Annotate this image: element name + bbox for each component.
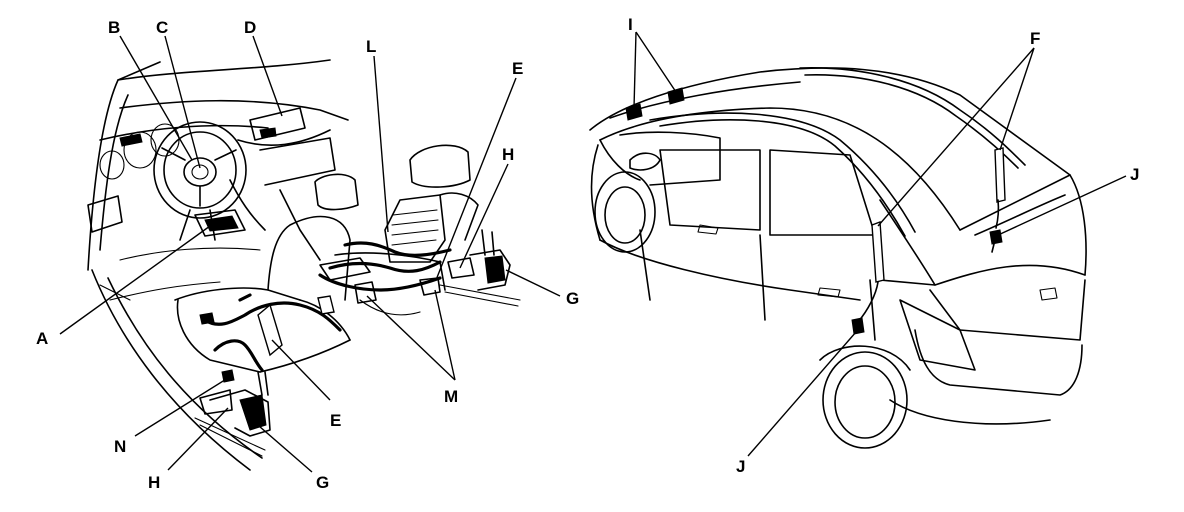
label-m: M [444,387,458,406]
label-h-bottom: H [148,473,160,492]
label-e-top: E [512,59,523,78]
label-g-bottom: G [316,473,329,492]
label-l: L [366,37,376,56]
label-h-right: H [502,145,514,164]
label-a: A [36,329,48,348]
label-e-bottom: E [330,411,341,430]
label-i: I [628,15,633,34]
label-j-right: J [1130,165,1139,184]
exterior-view [589,67,1087,449]
interior-view [87,59,521,471]
label-b: B [108,18,120,37]
label-g-right: G [566,289,579,308]
leader-lines [59,31,1127,473]
label-d: D [244,18,256,37]
label-j-bottom: J [736,457,745,476]
component-labels: A B C D L E H G M E N H G I F J J [36,15,1139,492]
label-c: C [156,18,168,37]
label-f: F [1030,29,1040,48]
label-n: N [114,437,126,456]
